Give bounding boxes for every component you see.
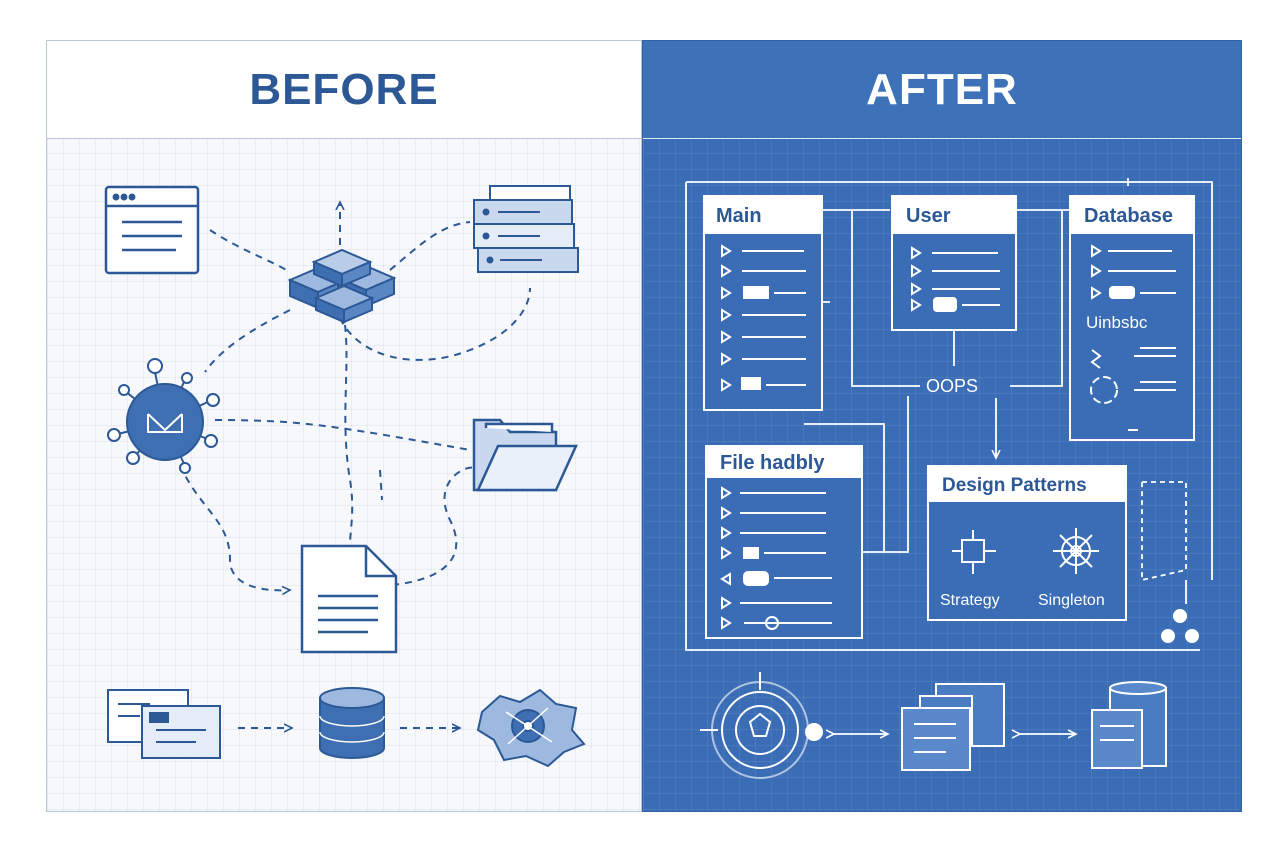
module-file: File hadbly: [705, 445, 863, 639]
database-server-icon: [1091, 681, 1167, 769]
module-user: User: [891, 195, 1017, 331]
folder-icon: [472, 418, 578, 492]
cards-icon: [107, 689, 221, 759]
stacked-windows-icon: [901, 683, 1005, 771]
strategy-icon: [952, 530, 996, 574]
database-cylinder-icon: [319, 687, 385, 759]
module-database-title: Database: [1084, 205, 1173, 227]
module-user-title: User: [906, 205, 951, 227]
module-design-patterns: Design Patterns Strategy Singleton: [927, 465, 1127, 621]
document-icon: [300, 544, 398, 654]
tangled-gear-icon: [476, 688, 586, 768]
database-item-label: Uinbsbc: [1086, 313, 1148, 332]
module-database: Database Uinbsbc: [1069, 195, 1195, 441]
network-node-icon: [107, 358, 220, 474]
after-title: AFTER: [643, 41, 1241, 139]
design-patterns-title: Design Patterns: [942, 475, 1087, 496]
before-connections: [179, 202, 531, 728]
person-node-icon: [1161, 609, 1199, 643]
singleton-icon: [1053, 528, 1099, 574]
oops-hub: OOPS: [926, 376, 978, 396]
module-main: Main: [703, 195, 823, 411]
singleton-label: Singleton: [1038, 592, 1105, 609]
server-stack-icon: [473, 185, 579, 273]
before-title: BEFORE: [47, 41, 641, 139]
after-frame-lines: [685, 178, 1213, 651]
cube-cluster-icon: [287, 248, 397, 324]
module-file-title: File hadbly: [720, 452, 825, 474]
strategy-label: Strategy: [940, 592, 1000, 609]
oops-label: OOPS: [926, 376, 978, 396]
module-main-title: Main: [716, 205, 762, 227]
browser-window-icon: [104, 185, 200, 275]
after-connectors: [780, 209, 1187, 734]
target-radar-icon: [700, 672, 823, 779]
